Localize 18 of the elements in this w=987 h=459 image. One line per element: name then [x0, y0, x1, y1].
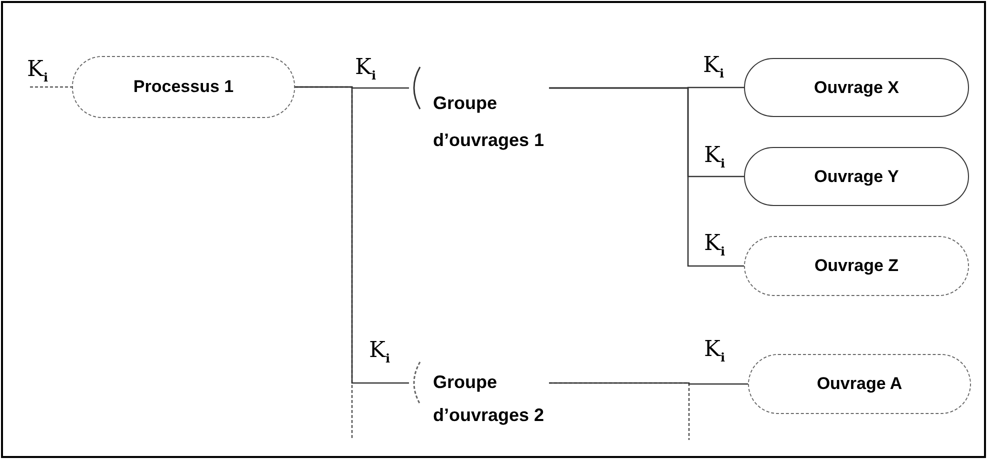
- dashed-rounded-box: Ouvrage Z: [744, 236, 969, 296]
- connector-line: [30, 86, 72, 88]
- connector-line: [295, 86, 409, 384]
- dashed-rounded-box: Processus 1: [72, 56, 295, 118]
- node-label: Groupe d’ouvrages 1: [433, 92, 546, 152]
- node-label: Groupe d’ouvrages 2: [433, 371, 546, 427]
- connector-line: [549, 382, 748, 385]
- coefficient-label: K$_{i}$: [369, 338, 390, 368]
- coefficient-label: K$_{i}$: [27, 57, 48, 86]
- rounded-box: Ouvrage Y: [744, 147, 969, 206]
- coefficient-label: K$_{i}$: [704, 143, 725, 172]
- connector-line: [549, 87, 744, 267]
- coefficient-label: K$_{i}$: [704, 231, 725, 260]
- coefficient-label: K$_{i}$: [355, 55, 376, 84]
- dashed-rounded-box: Ouvrage A: [748, 354, 971, 414]
- rounded-box: Ouvrage X: [744, 58, 969, 117]
- coefficient-label: K$_{i}$: [703, 53, 724, 82]
- coefficient-label: K$_{i}$: [704, 337, 725, 366]
